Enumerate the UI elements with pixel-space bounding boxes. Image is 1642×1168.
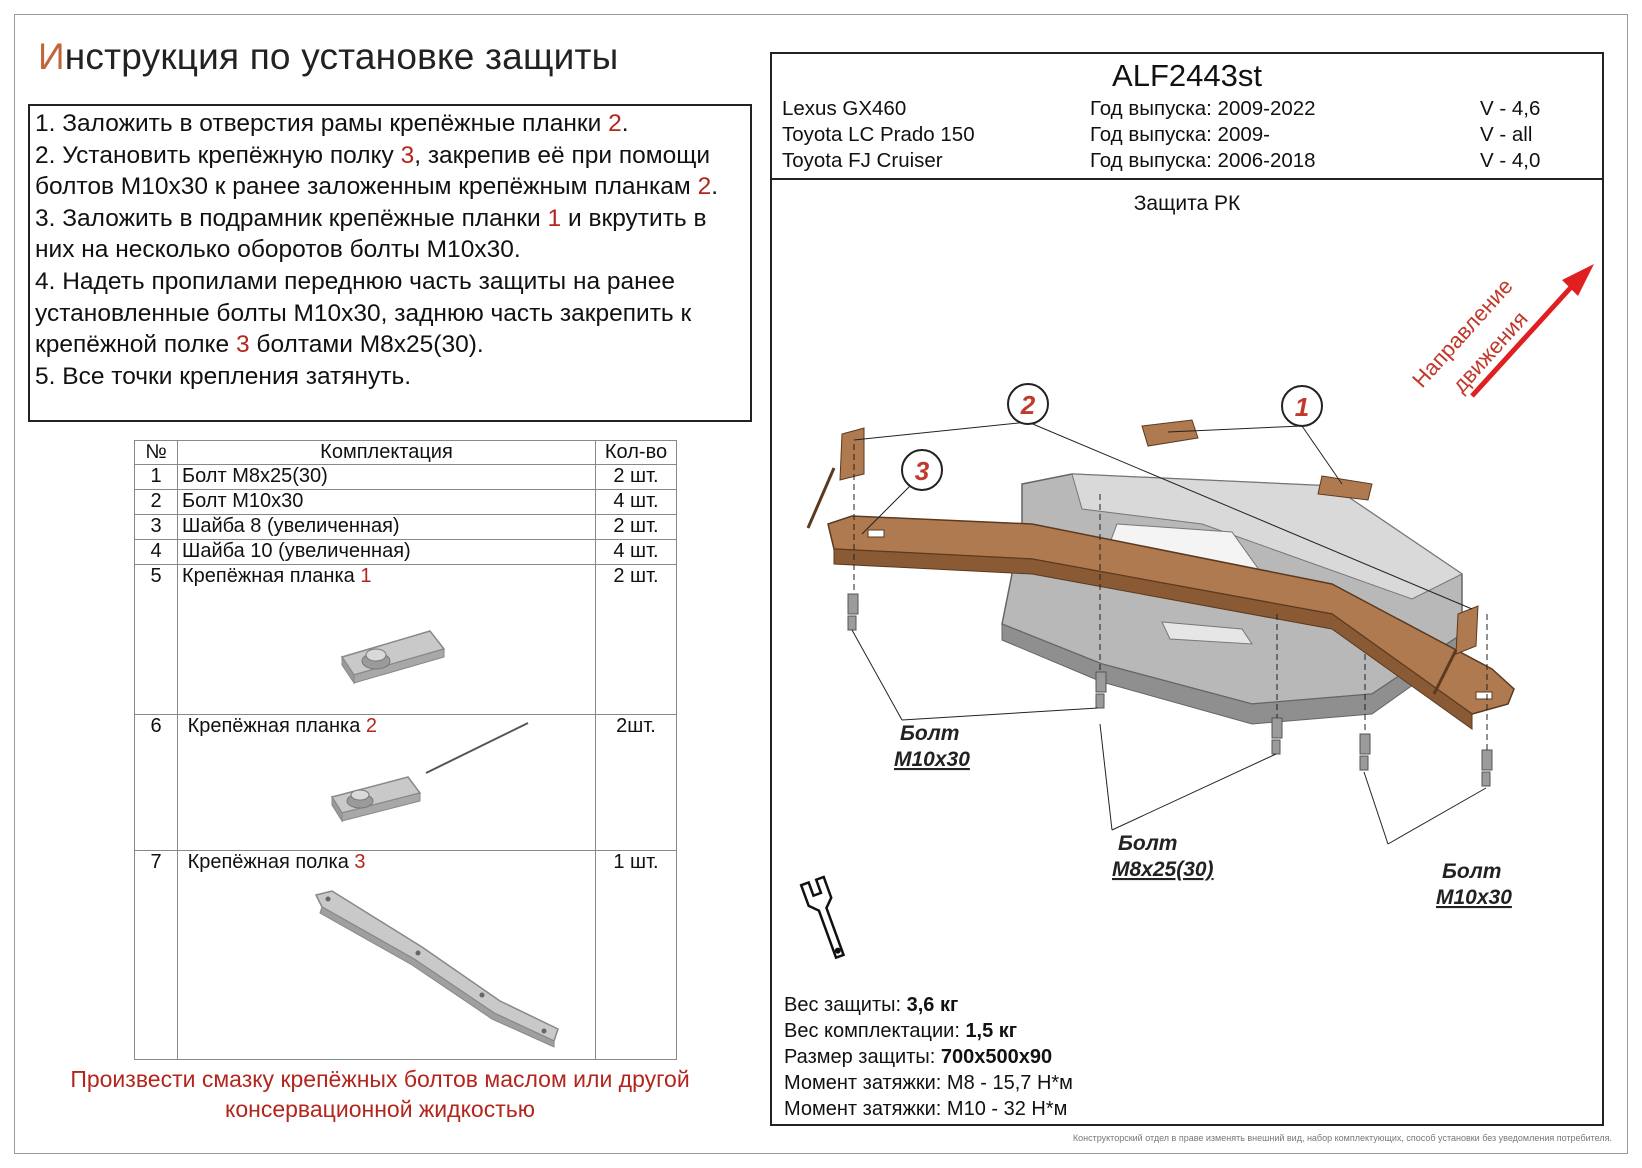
direction-arrow: Направление движения <box>1407 264 1594 398</box>
vehicle-years: Год выпуска: 2009-2022 Год выпуска: 2009… <box>1090 96 1316 174</box>
part-ref: 1 <box>547 204 562 232</box>
lubrication-note: Произвести смазку крепёжных болтов масло… <box>70 1066 690 1122</box>
table-row: 7 Крепёжная полка 3 1 шт. <box>134 850 677 1060</box>
part-ref: 2 <box>608 110 622 137</box>
callout-3-label: 3 <box>915 456 930 486</box>
step-2: 2. Установить крепёжную полку 3, закрепи… <box>35 141 719 201</box>
assembly-diagram: Направление движения <box>799 264 1594 960</box>
vehicle-year: Год выпуска: 2006-2018 <box>1090 149 1316 172</box>
mounting-plate-2-image <box>330 722 529 823</box>
svg-text:М8х25(30): М8х25(30) <box>1112 858 1214 881</box>
vehicle-year: Год выпуска: 2009- <box>1090 123 1270 146</box>
callout-1-label: 1 <box>1295 392 1309 422</box>
mounting-plate-1-image <box>340 630 446 685</box>
part-name: Защита РК <box>1133 192 1241 215</box>
svg-text:М10х30: М10х30 <box>1436 886 1512 909</box>
part-ref: 1 <box>360 565 372 587</box>
svg-text:Болт: Болт <box>1442 860 1501 883</box>
title-first-letter: И <box>38 36 65 77</box>
callout-2-label: 2 <box>1020 390 1036 420</box>
table-row: 6 Крепёжная планка 2 2шт. <box>134 714 677 851</box>
svg-text:Болт: Болт <box>1118 832 1177 855</box>
vehicle-engines: V - 4,6 V - all V - 4,0 <box>1480 96 1540 174</box>
part-ref: 2 <box>365 715 378 737</box>
vehicle-model: Lexus GX460 <box>782 97 907 120</box>
bolt-label-3: Болт М10х30 <box>1436 860 1512 909</box>
step-1: 1. Заложить в отверстия рамы крепёжные п… <box>35 110 629 137</box>
wrench-icon <box>799 875 846 960</box>
bolts <box>847 593 1493 787</box>
table-row: 3 Шайба 8 (увеличенная) 2 шт. <box>134 514 677 540</box>
product-code: ALF2443st <box>1112 58 1262 93</box>
spec-torque-m10: Момент затяжки: М10 - 32 Н*м <box>784 1098 1068 1120</box>
installation-steps: 1. Заложить в отверстия рамы крепёжные п… <box>28 104 752 422</box>
bolt-label-1: Болт М10х30 <box>894 722 970 771</box>
title-rest: нструкция по установке защиты <box>64 36 619 77</box>
vehicle-models: Lexus GX460 Toyota LC Prado 150 Toyota F… <box>782 96 975 174</box>
svg-text:М10х30: М10х30 <box>894 748 970 771</box>
part-ref: 3 <box>354 851 366 873</box>
vehicle-year: Год выпуска: 2009-2022 <box>1090 97 1316 120</box>
col-qty: Кол-во <box>595 440 677 465</box>
product-panel: ALF2443st Lexus GX460 Toyota LC Prado 15… <box>770 52 1604 1126</box>
bolt-label-2: Болт М8х25(30) <box>1112 832 1214 881</box>
callout-1: 1 <box>1167 385 1343 485</box>
kit-table-header: № Комплектация Кол-во <box>134 440 677 465</box>
table-row: 4 Шайба 10 (увеличенная) 4 шт. <box>134 539 677 565</box>
kit-table: № Комплектация Кол-во 1 Болт М8х25(30) 2… <box>134 440 677 1060</box>
mounting-shelf-3-image <box>314 890 559 1048</box>
bolt-axis-lines <box>853 444 1488 750</box>
col-num: № <box>134 440 178 465</box>
table-row: 2 Болт М10х30 4 шт. <box>134 489 677 515</box>
mounting-plate-1 <box>1141 419 1373 501</box>
vehicle-model: Toyota FJ Cruiser <box>782 149 943 172</box>
step-3: 3. Заложить в подрамник крепёжные планки… <box>35 204 707 264</box>
specs: Вес защиты: 3,6 кг Вес комплектации: 1,5… <box>784 992 1073 1122</box>
step-4: 4. Надеть пропилами переднюю часть защит… <box>35 267 692 359</box>
part-ref: 3 <box>400 141 415 169</box>
sheet-border <box>14 14 1628 1154</box>
table-row: 5 Крепёжная планка 1 2 шт. <box>134 564 677 715</box>
vehicle-engine: V - all <box>1480 123 1533 146</box>
mounting-plate-2 <box>806 427 1479 695</box>
svg-text:Болт: Болт <box>900 722 959 745</box>
vehicle-model: Toyota LC Prado 150 <box>782 123 975 146</box>
mounting-shelf-rail <box>827 515 1515 730</box>
vehicle-engine: V - 4,0 <box>1480 149 1541 172</box>
table-row: 1 Болт М8х25(30) 2 шт. <box>134 464 677 490</box>
part-ref: 2 <box>697 173 712 201</box>
callout-3: 3 <box>861 449 943 535</box>
step-5: 5. Все точки крепления затянуть. <box>35 362 412 390</box>
page-title: Инструкция по установке защиты <box>38 36 618 78</box>
spec-kit-weight: Вес комплектации: 1,5 кг <box>784 1020 1018 1042</box>
disclaimer: Конструкторский отдел в праве изменять в… <box>1072 1133 1612 1143</box>
part-ref: 3 <box>235 331 250 359</box>
bolt-leader-lines <box>851 629 1487 845</box>
spec-size: Размер защиты: 700х500х90 <box>784 1046 1053 1068</box>
callout-2: 2 <box>853 383 1473 610</box>
spec-weight: Вес защиты: 3,6 кг <box>784 994 959 1016</box>
header-divider <box>772 178 1602 180</box>
col-item: Комплектация <box>177 440 596 465</box>
spec-torque-m8: Момент затяжки: М8 - 15,7 Н*м <box>784 1072 1073 1094</box>
vehicle-engine: V - 4,6 <box>1480 97 1541 120</box>
